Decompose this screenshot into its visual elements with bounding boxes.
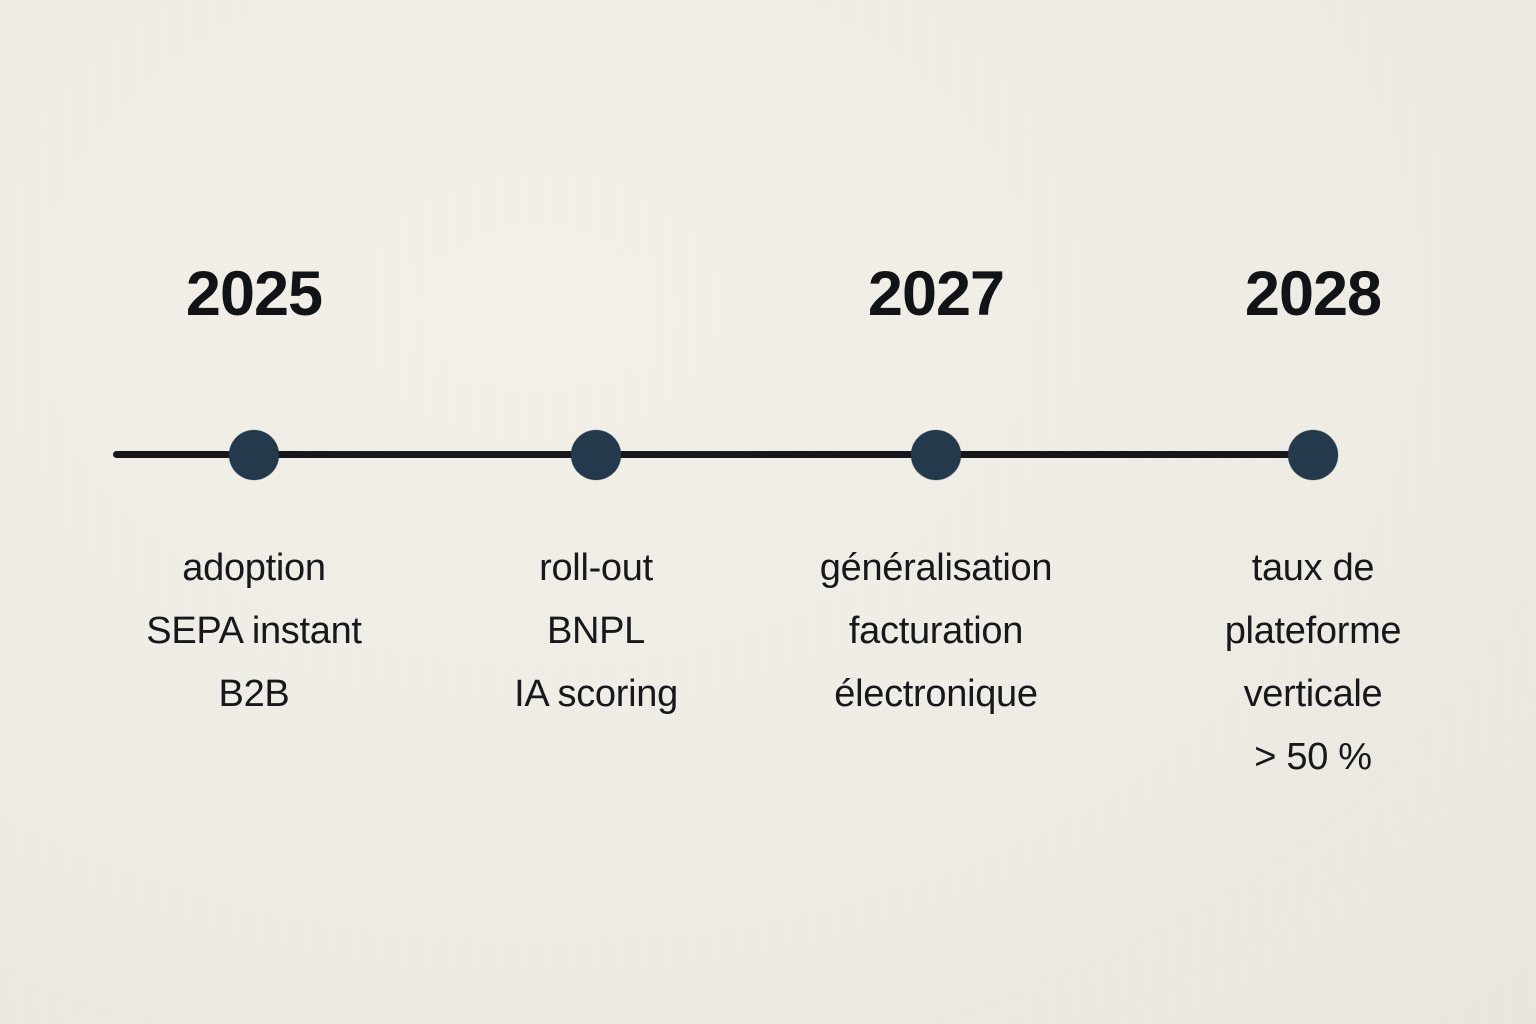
milestone-label-line: électronique [834,673,1038,715]
milestone-label-line: facturation [848,610,1024,652]
milestone-year: 2025 [185,259,323,329]
milestone-label-line: généralisation [819,547,1053,589]
milestone-label-line: adoption [182,547,326,589]
milestone-year: 2027 [867,259,1005,329]
milestone-label: taux de plateforme verticale > 50 % [1113,537,1513,789]
milestone-label-line: taux de [1251,547,1375,589]
milestone-dot[interactable] [911,430,961,480]
milestone-label-line: IA scoring [514,673,678,715]
milestone-label-line: SEPA instant [146,610,362,652]
milestone-label-line: B2B [218,673,290,715]
milestone-label-line: verticale [1243,673,1383,715]
milestone-label-line: BNPL [546,610,646,652]
timeline-axis [113,451,1313,458]
milestone-year: 2028 [1244,259,1382,329]
milestone-dot[interactable] [229,430,279,480]
milestone-label-line: roll-out [539,547,653,589]
milestone-label: généralisation facturation électronique [736,537,1136,726]
milestone-label-line: > 50 % [1254,736,1372,778]
milestone-label-line: plateforme [1224,610,1402,652]
milestone-dot[interactable] [1288,430,1338,480]
milestone-dot[interactable] [571,430,621,480]
